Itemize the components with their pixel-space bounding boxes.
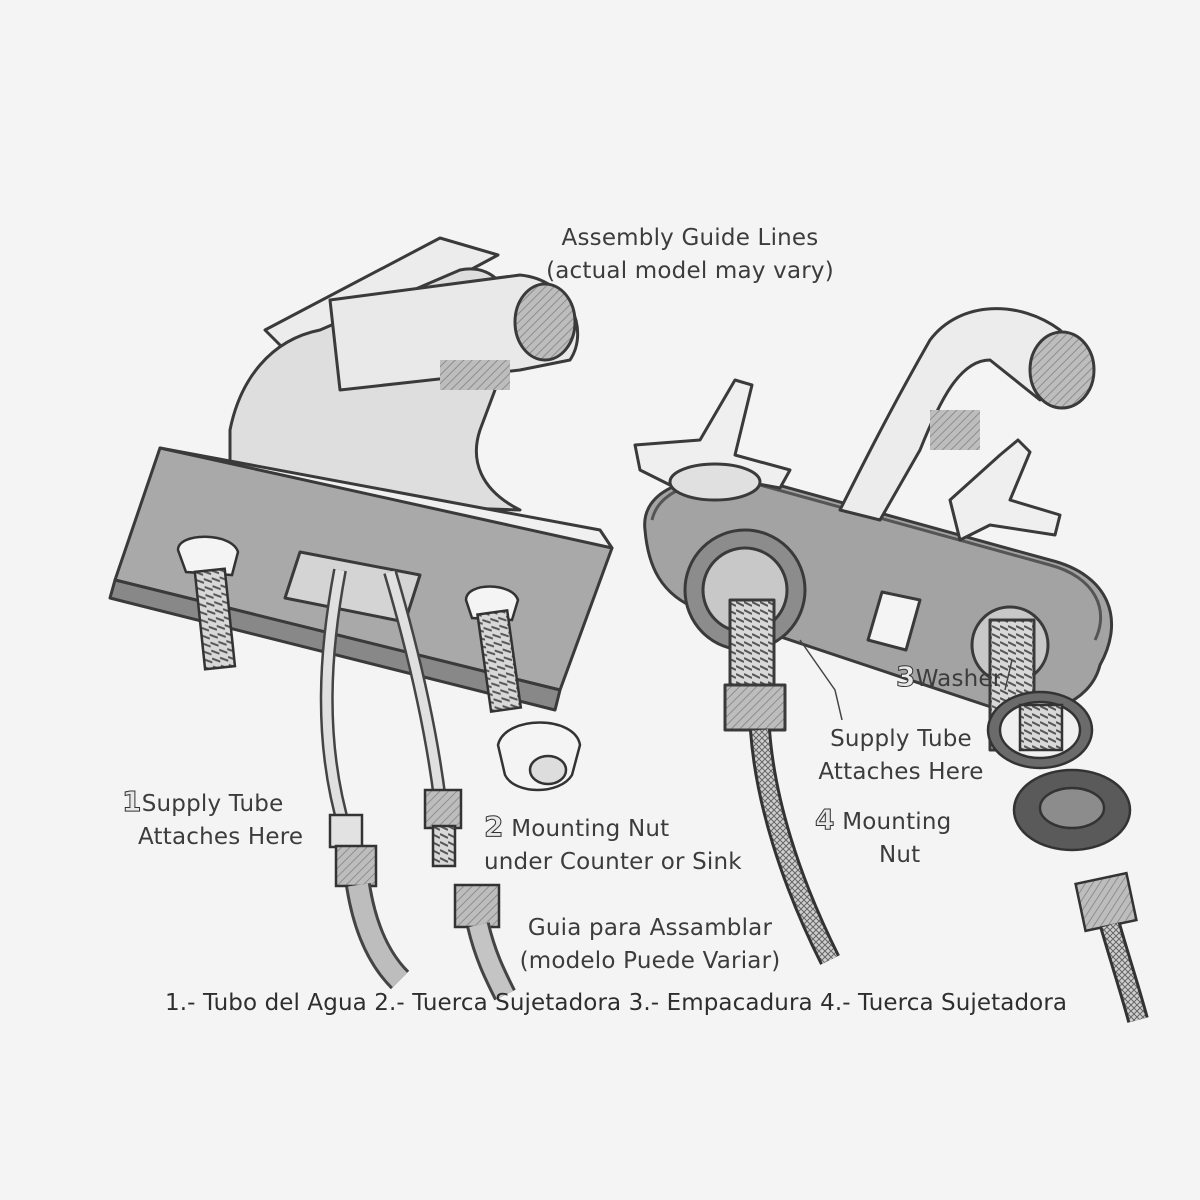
guia-line1: Guia para Assamblar	[527, 915, 773, 941]
hose-nut-right	[1074, 871, 1138, 933]
guia-line2: (modelo Puede Variar)	[519, 948, 781, 974]
callout-2: 2 Mounting Nut under Counter or Sink	[484, 810, 742, 879]
callout-3: 3Washer	[896, 660, 1003, 696]
left-stud-cap	[176, 535, 240, 577]
supply-tube-right-line2: Attaches Here	[818, 759, 984, 785]
callout-1-line1: Supply Tube	[141, 791, 284, 817]
left-faucet	[108, 236, 614, 712]
callout-1-number: 1	[122, 785, 142, 819]
left-faucet-aerator	[513, 282, 577, 362]
right-faucet-parts	[749, 690, 1149, 1023]
right-faucet	[633, 307, 1114, 752]
callout-1-line2: Attaches Here	[138, 824, 304, 850]
left-faucet-center-opening	[283, 550, 422, 624]
tube-fitting-1	[328, 813, 364, 849]
left-supply-tubes	[319, 568, 516, 1001]
callout-4: 4 Mounting Nut	[815, 803, 952, 872]
callout-4-line2: Nut	[879, 842, 921, 868]
right-faucet-handle-right	[948, 438, 1062, 542]
left-stud	[193, 567, 237, 671]
callout-4-number: 4	[815, 803, 835, 837]
footer-legend: 1.- Tubo del Agua 2.- Tuerca Sujetadora …	[165, 990, 1068, 1016]
hose-nut-middle	[453, 883, 501, 929]
callout-1: 1Supply Tube Attaches Here	[122, 785, 304, 854]
guia-label: Guia para Assamblar (modelo Puede Variar…	[505, 912, 795, 978]
callout-3-number: 3	[896, 660, 916, 694]
callout-4-line1: Mounting	[842, 809, 952, 835]
callout-2-number: 2	[484, 810, 504, 844]
tube-fitting-2	[423, 788, 463, 830]
assembly-guide-line1: Assembly Guide Lines	[561, 225, 819, 251]
right-faucet-slot	[866, 590, 922, 652]
left-faucet-studs	[176, 535, 582, 792]
callout-2-line2: under Counter or Sink	[484, 849, 742, 875]
right-faucet-handle-left	[633, 378, 792, 492]
assembly-guide-title: Assembly Guide Lines (actual model may v…	[520, 222, 860, 288]
callout-2-line1: Mounting Nut	[511, 816, 670, 842]
right-faucet-aerator	[1028, 330, 1096, 410]
supply-tube-right-label: Supply Tube Attaches Here	[806, 723, 996, 789]
right-faucet-spout	[838, 307, 1092, 522]
leader-lines	[799, 639, 1013, 721]
right-supply-nut	[723, 683, 787, 732]
right-stud	[476, 608, 523, 714]
callout-3-line1: Washer	[915, 666, 1003, 692]
assembly-guide-line2: (actual model may vary)	[546, 258, 834, 284]
supply-tube-right-line1: Supply Tube	[830, 726, 972, 752]
